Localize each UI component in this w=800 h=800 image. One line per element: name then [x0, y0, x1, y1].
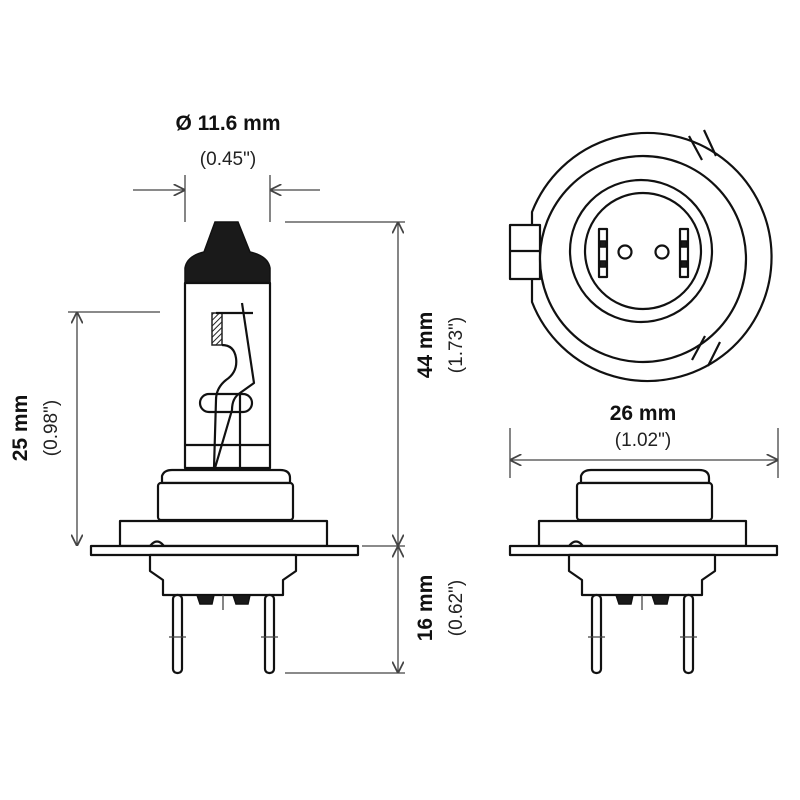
light-center-dimension: 25 mm (0.98") [9, 311, 160, 545]
flange-width-metric-label: 26 mm [610, 402, 677, 425]
connector-body [148, 553, 298, 597]
flange-plate [89, 544, 360, 557]
diameter-imperial-label: (0.45") [200, 149, 256, 170]
filament [198, 302, 256, 469]
flange-block [118, 519, 329, 548]
glass-tube [183, 281, 272, 470]
flange-width-imperial-label: (1.02") [615, 430, 671, 451]
light-center-metric-label: 25 mm [9, 395, 32, 462]
base-ring [156, 481, 295, 522]
front-view-base [508, 468, 779, 675]
base-collar [160, 468, 292, 485]
front-flange-plate [508, 544, 779, 557]
diameter-dimension: Ø 11.6 mm (0.45") [133, 112, 320, 222]
diameter-metric-label: Ø 11.6 mm [175, 112, 280, 135]
total-length-imperial-label: (1.73") [446, 317, 467, 373]
base-length-metric-label: 16 mm [414, 575, 437, 642]
bulb-tip-cap [184, 221, 271, 284]
length-dimensions: 44 mm (1.73") 16 mm (0.62") [285, 221, 467, 674]
side-view-bulb [89, 221, 360, 675]
end-view-bulb [508, 129, 773, 383]
flange-width-dimension: 26 mm (1.02") [509, 402, 779, 478]
light-center-imperial-label: (0.98") [41, 400, 62, 456]
contact-hole-left [617, 244, 633, 260]
base-length-imperial-label: (0.62") [446, 580, 467, 636]
contact-hole-right [654, 244, 670, 260]
total-length-metric-label: 44 mm [414, 312, 437, 379]
pin-right [263, 593, 276, 675]
pin-left [171, 593, 184, 675]
